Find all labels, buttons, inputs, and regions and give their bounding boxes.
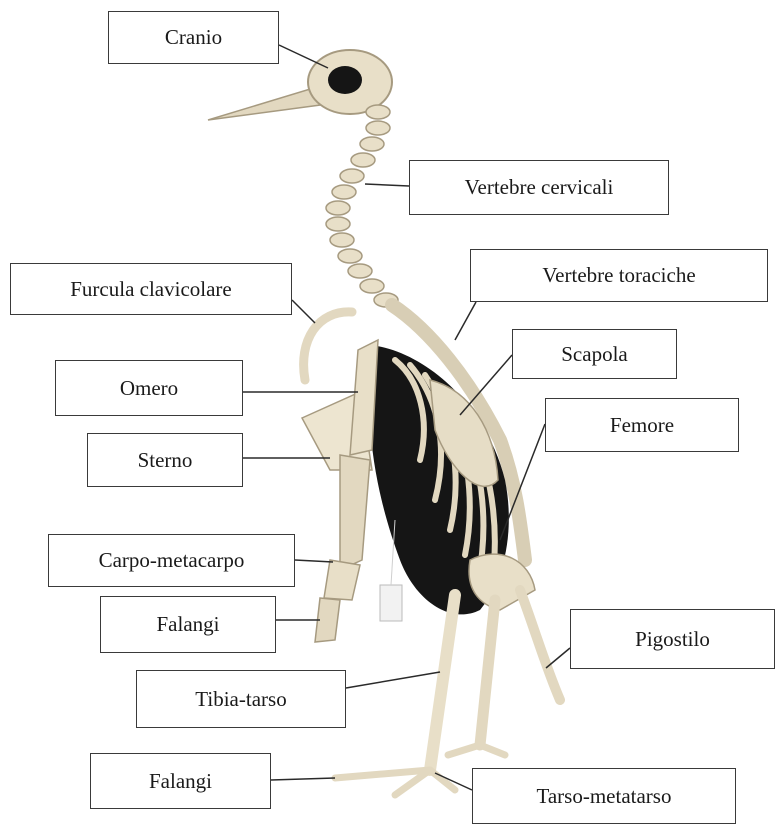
label-vertebre-toraciche: Vertebre toraciche <box>470 249 768 302</box>
furcula <box>304 312 352 380</box>
label-furcula-clavicolare: Furcula clavicolare <box>10 263 292 315</box>
label-scapola: Scapola <box>512 329 677 379</box>
label-sterno: Sterno <box>87 433 243 487</box>
label-tarso-metatarso: Tarso-metatarso <box>472 768 736 824</box>
cervical-vertebrae <box>326 105 398 307</box>
tibiotarsus-front <box>430 595 455 770</box>
label-tibia-tarso: Tibia-tarso <box>136 670 346 728</box>
label-vertebre-cervicali: Vertebre cervicali <box>409 160 669 215</box>
eye-socket <box>328 66 362 94</box>
carpometacarpus <box>324 560 360 600</box>
pygostyle <box>520 590 560 700</box>
label-falangi-zampa: Falangi <box>90 753 271 809</box>
label-omero: Omero <box>55 360 243 416</box>
label-falangi-ala: Falangi <box>100 596 276 653</box>
tibiotarsus-back <box>480 600 495 745</box>
label-femore: Femore <box>545 398 739 452</box>
wing-bones <box>340 455 370 570</box>
label-carpo-metacarpo: Carpo-metacarpo <box>48 534 295 587</box>
label-pigostilo: Pigostilo <box>570 609 775 669</box>
label-cranio: Cranio <box>108 11 279 64</box>
specimen-tag <box>380 585 402 621</box>
